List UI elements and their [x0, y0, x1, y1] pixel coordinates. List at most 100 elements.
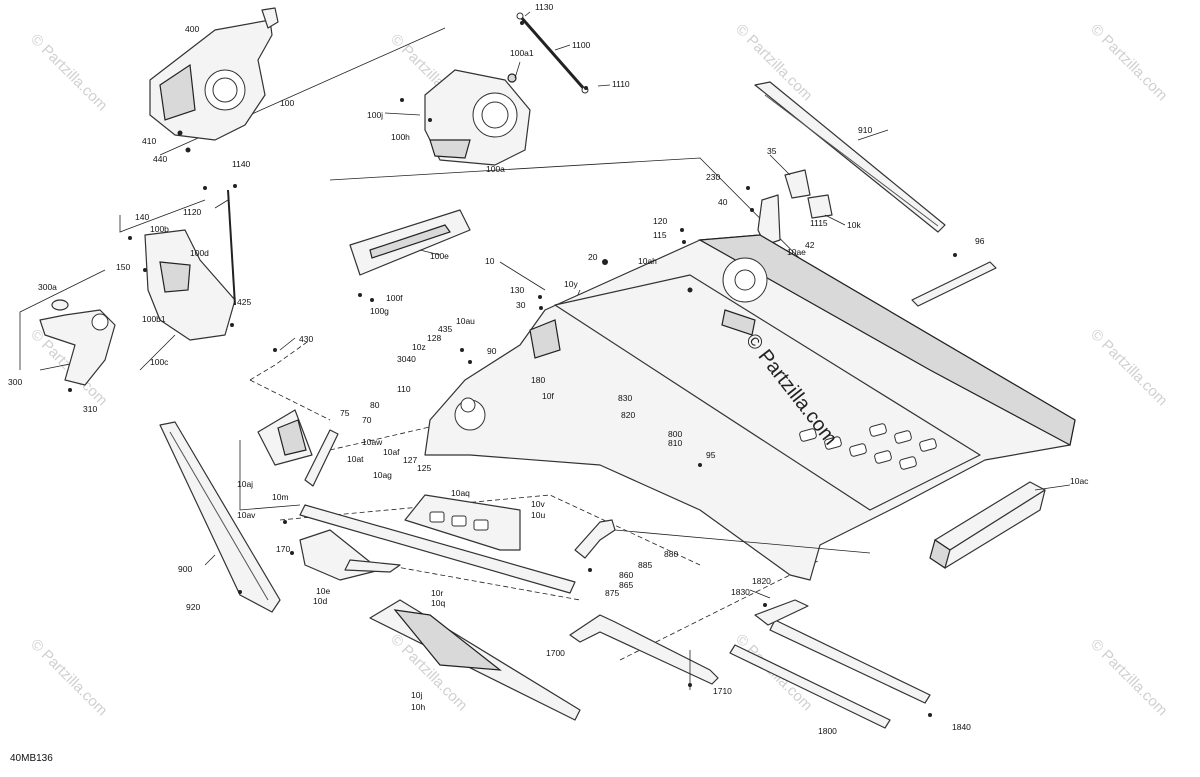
- callout-1140[interactable]: 1140: [232, 159, 251, 169]
- callout-425[interactable]: 425: [237, 297, 251, 307]
- callout-30[interactable]: 30: [516, 300, 526, 310]
- part-1700-curved-rail[interactable]: [569, 614, 719, 685]
- callout-20[interactable]: 20: [588, 252, 598, 262]
- callout-42[interactable]: 42: [805, 240, 815, 250]
- callout-10m[interactable]: 10m: [272, 492, 289, 502]
- callout-10k[interactable]: 10k: [847, 220, 861, 230]
- callout-100j[interactable]: 100j: [367, 110, 383, 120]
- part-10aj-grille-bracket[interactable]: [257, 409, 313, 466]
- callout-10ag[interactable]: 10ag: [373, 470, 392, 480]
- callout-150[interactable]: 150: [116, 262, 130, 272]
- callout-10ae[interactable]: 10ae: [787, 247, 806, 257]
- callout-100a[interactable]: 100a: [486, 164, 505, 174]
- callout-10af[interactable]: 10af: [383, 447, 400, 457]
- callout-880[interactable]: 880: [664, 549, 678, 559]
- callout-10f[interactable]: 10f: [542, 391, 554, 401]
- callout-10av[interactable]: 10av: [237, 510, 256, 520]
- callout-75[interactable]: 75: [340, 408, 350, 418]
- callout-40[interactable]: 40: [718, 197, 728, 207]
- callout-100g[interactable]: 100g: [370, 306, 389, 316]
- callout-70[interactable]: 70: [362, 415, 372, 425]
- callout-100h[interactable]: 100h: [391, 132, 410, 142]
- part-10m-strut[interactable]: [304, 429, 339, 487]
- callout-10d[interactable]: 10d: [313, 596, 327, 606]
- part-10ac-cross-member[interactable]: [929, 481, 1046, 569]
- part-10aq-skid-plate[interactable]: [404, 494, 521, 551]
- callout-100d[interactable]: 100d: [190, 248, 209, 258]
- callout-875[interactable]: 875: [605, 588, 619, 598]
- callout-120[interactable]: 120: [653, 216, 667, 226]
- callout-10q[interactable]: 10q: [431, 598, 445, 608]
- callout-100a1[interactable]: 100a1: [510, 48, 534, 58]
- callout-90[interactable]: 90: [487, 346, 497, 356]
- callout-1820[interactable]: 1820: [752, 576, 771, 586]
- callout-900[interactable]: 900: [178, 564, 192, 574]
- callout-820[interactable]: 820: [621, 410, 635, 420]
- callout-35[interactable]: 35: [767, 146, 777, 156]
- callout-10j[interactable]: 10j: [411, 690, 422, 700]
- part-96-brace[interactable]: [911, 261, 997, 307]
- callout-115[interactable]: 115: [653, 230, 667, 240]
- part-1800-rear-rails[interactable]: [729, 599, 931, 729]
- part-10ae-bracket[interactable]: [757, 169, 833, 246]
- callout-10h[interactable]: 10h: [411, 702, 425, 712]
- part-400-front-frame[interactable]: [149, 7, 279, 141]
- callout-865[interactable]: 865: [619, 580, 633, 590]
- callout-810[interactable]: 810: [668, 438, 682, 448]
- callout-1130[interactable]: 1130: [535, 2, 554, 12]
- callout-830[interactable]: 830: [618, 393, 632, 403]
- callout-1700[interactable]: 1700: [546, 648, 565, 658]
- callout-10v[interactable]: 10v: [531, 499, 545, 509]
- part-10-main-tunnel[interactable]: [424, 234, 1076, 581]
- part-100a-frame-section[interactable]: [424, 69, 531, 166]
- callout-127[interactable]: 127: [403, 455, 417, 465]
- callout-300[interactable]: 300: [8, 377, 22, 387]
- callout-1710[interactable]: 1710: [713, 686, 732, 696]
- callout-10y[interactable]: 10y: [564, 279, 578, 289]
- callout-128[interactable]: 128: [427, 333, 441, 343]
- callout-170[interactable]: 170: [276, 544, 290, 554]
- callout-10ah[interactable]: 10ah: [638, 256, 657, 266]
- callout-80[interactable]: 80: [370, 400, 380, 410]
- callout-10u[interactable]: 10u: [531, 510, 545, 520]
- callout-100[interactable]: 100: [280, 98, 294, 108]
- callout-1110[interactable]: 1110: [612, 79, 630, 89]
- callout-95[interactable]: 95: [706, 450, 716, 460]
- callout-100b1[interactable]: 100b1: [142, 314, 166, 324]
- callout-110[interactable]: 110: [397, 384, 411, 394]
- callout-10aw[interactable]: 10aw: [362, 437, 383, 447]
- part-900-side-panel[interactable]: [159, 421, 281, 613]
- callout-885[interactable]: 885: [638, 560, 652, 570]
- callout-100b[interactable]: 100b: [150, 224, 169, 234]
- callout-440[interactable]: 440: [153, 154, 167, 164]
- callout-10e[interactable]: 10e: [316, 586, 330, 596]
- callout-96[interactable]: 96: [975, 236, 985, 246]
- callout-400[interactable]: 400: [185, 24, 199, 34]
- part-10j-running-board[interactable]: [369, 599, 581, 721]
- part-100e-panel[interactable]: [349, 209, 471, 276]
- callout-300a[interactable]: 300a: [38, 282, 57, 292]
- callout-10z[interactable]: 10z: [412, 342, 426, 352]
- callout-130[interactable]: 130: [510, 285, 524, 295]
- callout-125[interactable]: 125: [417, 463, 431, 473]
- callout-10ac[interactable]: 10ac: [1070, 476, 1089, 486]
- callout-860[interactable]: 860: [619, 570, 633, 580]
- callout-10[interactable]: 10: [485, 256, 495, 266]
- callout-100e[interactable]: 100e: [430, 251, 449, 261]
- callout-430[interactable]: 430: [299, 334, 313, 344]
- callout-100f[interactable]: 100f: [386, 293, 403, 303]
- callout-310[interactable]: 310: [83, 404, 97, 414]
- part-300-mount[interactable]: [39, 299, 116, 386]
- callout-1840[interactable]: 1840: [952, 722, 971, 732]
- callout-10au[interactable]: 10au: [456, 316, 475, 326]
- callout-1800[interactable]: 1800: [818, 726, 837, 736]
- callout-800[interactable]: 800: [668, 429, 682, 439]
- callout-1830[interactable]: 1830: [731, 587, 750, 597]
- callout-10r[interactable]: 10r: [431, 588, 443, 598]
- callout-920[interactable]: 920: [186, 602, 200, 612]
- part-910-rail[interactable]: [754, 81, 946, 233]
- callout-10aj[interactable]: 10aj: [237, 479, 253, 489]
- callout-100c[interactable]: 100c: [150, 357, 169, 367]
- callout-1115[interactable]: 1115: [810, 218, 828, 228]
- callout-3040[interactable]: 3040: [397, 354, 416, 364]
